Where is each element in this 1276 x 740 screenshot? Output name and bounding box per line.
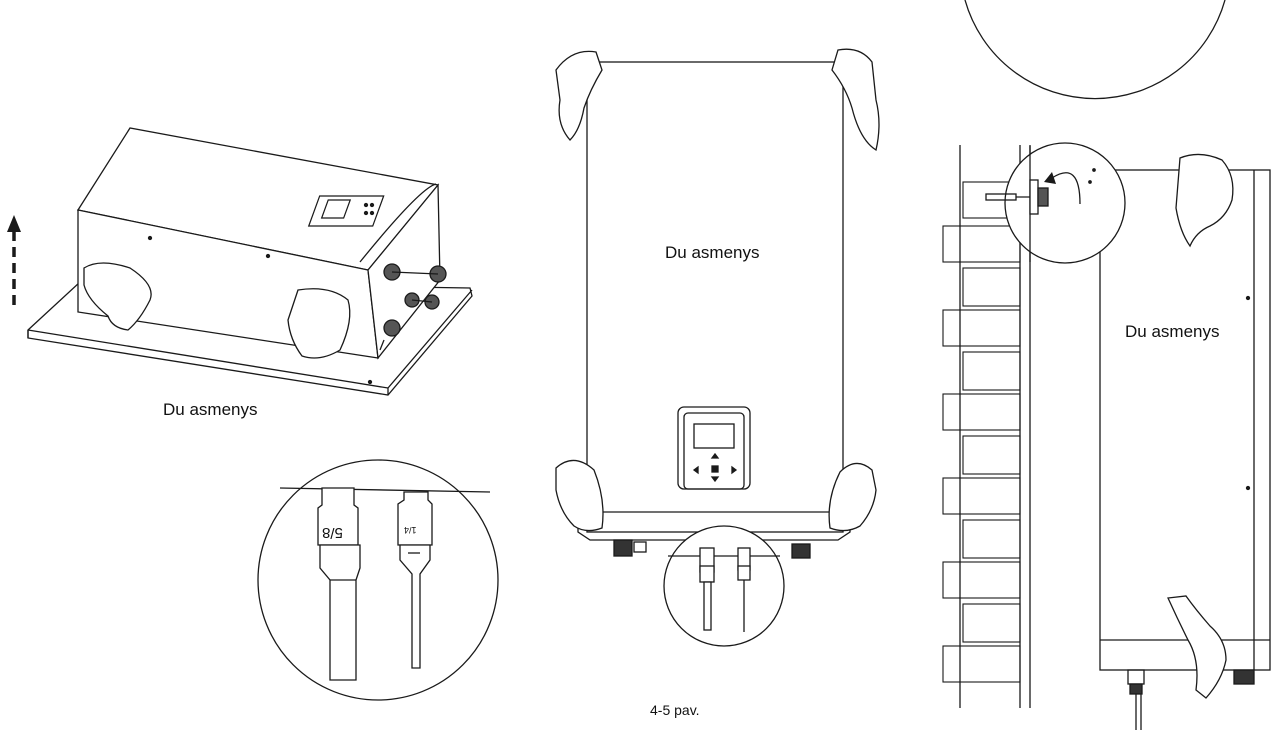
- top-detail-circle: [964, 0, 1226, 100]
- figure-caption: 4-5 pav.: [650, 702, 700, 718]
- center-pipe-detail: [663, 525, 785, 647]
- mount-detail: [985, 142, 1126, 264]
- wall-mount: [942, 145, 1271, 730]
- unit-upright: [555, 48, 880, 559]
- unit-on-pallet: [27, 127, 473, 396]
- label-two-persons-center: Du asmenys: [665, 243, 760, 262]
- label-two-persons-right: Du asmenys: [1125, 322, 1220, 341]
- pipe-size-large-label: 5/8: [322, 524, 343, 541]
- pipe-size-detail: [257, 459, 499, 701]
- label-two-persons-left: Du asmenys: [163, 400, 258, 419]
- pipe-size-small-label: 1/4: [404, 525, 417, 535]
- hook-arrow: [1051, 172, 1081, 205]
- lift-arrow: [7, 215, 21, 305]
